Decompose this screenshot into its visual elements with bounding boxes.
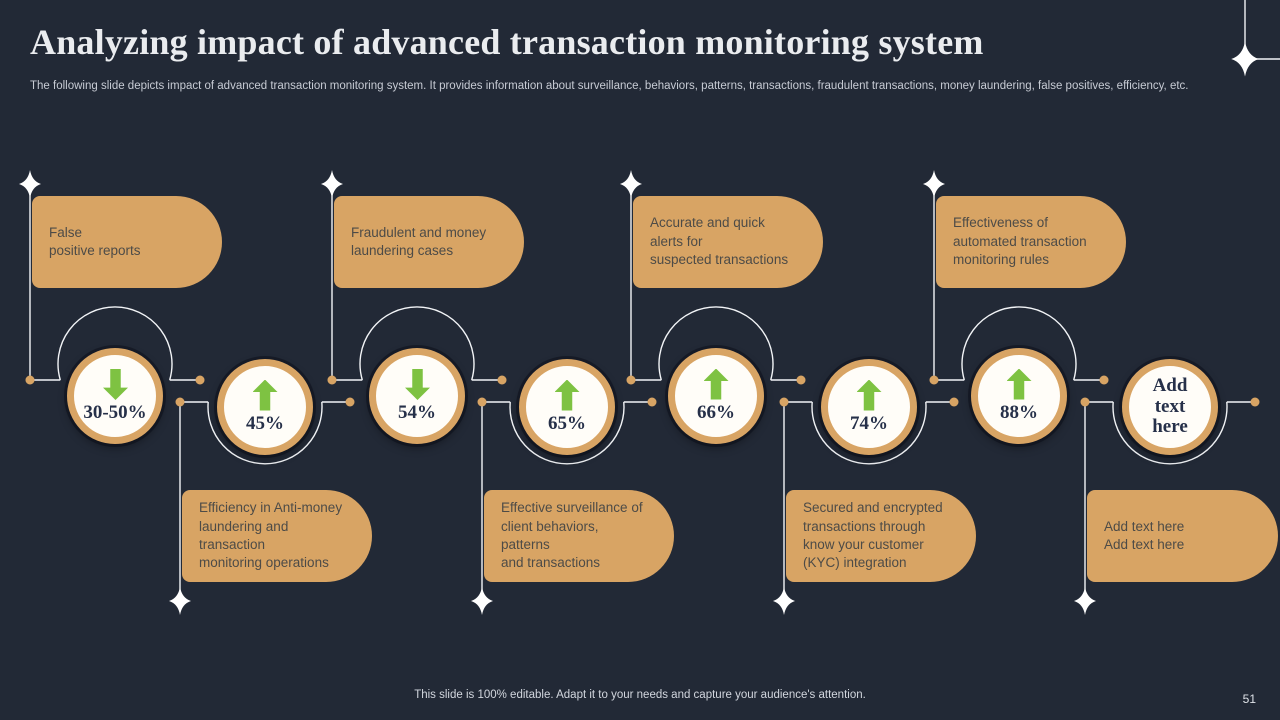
milestone-45: 45% bbox=[217, 359, 313, 455]
milestone-value: 65% bbox=[548, 412, 586, 434]
increase-arrow-icon bbox=[1006, 368, 1032, 400]
callout-kyc-integration: Secured and encrypted transactions throu… bbox=[786, 490, 976, 582]
callout-text: Effectiveness of automated transaction m… bbox=[953, 215, 1087, 268]
milestone-54: 54% bbox=[369, 348, 465, 444]
callout-fraudulent-money-laundering: Fraudulent and money laundering cases bbox=[334, 196, 524, 288]
callout-text: Effective surveillance of client behavio… bbox=[501, 500, 643, 571]
milestone-value: 66% bbox=[697, 401, 735, 423]
increase-arrow-icon bbox=[703, 368, 729, 400]
connector-dots bbox=[25, 375, 1260, 407]
callout-text: False positive reports bbox=[49, 224, 141, 258]
footer-note: This slide is 100% editable. Adapt it to… bbox=[414, 689, 866, 701]
milestone-value: 88% bbox=[1000, 401, 1038, 423]
callout-aml-efficiency: Efficiency in Anti-money laundering and … bbox=[182, 490, 372, 582]
callout-text: Efficiency in Anti-money laundering and … bbox=[199, 500, 343, 571]
callout-accurate-quick-alerts: Accurate and quick alerts for suspected … bbox=[633, 196, 823, 288]
callout-add-text-placeholder[interactable]: Add text here Add text here bbox=[1087, 490, 1278, 582]
milestone-value: 74% bbox=[850, 412, 888, 434]
increase-arrow-icon bbox=[856, 379, 882, 411]
decrease-arrow-icon bbox=[103, 369, 128, 400]
milestone-65: 65% bbox=[519, 359, 615, 455]
milestone-value: Add text here bbox=[1152, 374, 1188, 438]
callout-false-positive-reports: False positive reports bbox=[32, 196, 222, 288]
milestone-add-text-placeholder[interactable]: Add text here bbox=[1122, 359, 1218, 455]
page-title: Analyzing impact of advanced transaction… bbox=[30, 22, 984, 62]
milestone-74: 74% bbox=[821, 359, 917, 455]
callout-text: Accurate and quick alerts for suspected … bbox=[650, 215, 789, 268]
page-number: 51 bbox=[1242, 692, 1256, 706]
milestone-value: 45% bbox=[246, 412, 284, 434]
callout-effective-surveillance: Effective surveillance of client behavio… bbox=[484, 490, 674, 582]
increase-arrow-icon bbox=[252, 379, 278, 411]
milestone-30-50: 30-50% bbox=[67, 348, 163, 444]
milestone-88: 88% bbox=[971, 348, 1067, 444]
milestone-value: 30-50% bbox=[83, 401, 147, 423]
milestone-66: 66% bbox=[668, 348, 764, 444]
decrease-arrow-icon bbox=[405, 369, 430, 400]
callout-automated-monitoring-rules: Effectiveness of automated transaction m… bbox=[936, 196, 1126, 288]
callout-text: Add text here Add text here bbox=[1104, 518, 1185, 552]
increase-arrow-icon bbox=[554, 379, 580, 411]
slide-subtitle: The following slide depicts impact of ad… bbox=[30, 80, 1189, 92]
milestone-value: 54% bbox=[398, 401, 436, 423]
callout-text: Secured and encrypted transactions throu… bbox=[803, 500, 943, 571]
callout-text: Fraudulent and money laundering cases bbox=[351, 224, 487, 258]
